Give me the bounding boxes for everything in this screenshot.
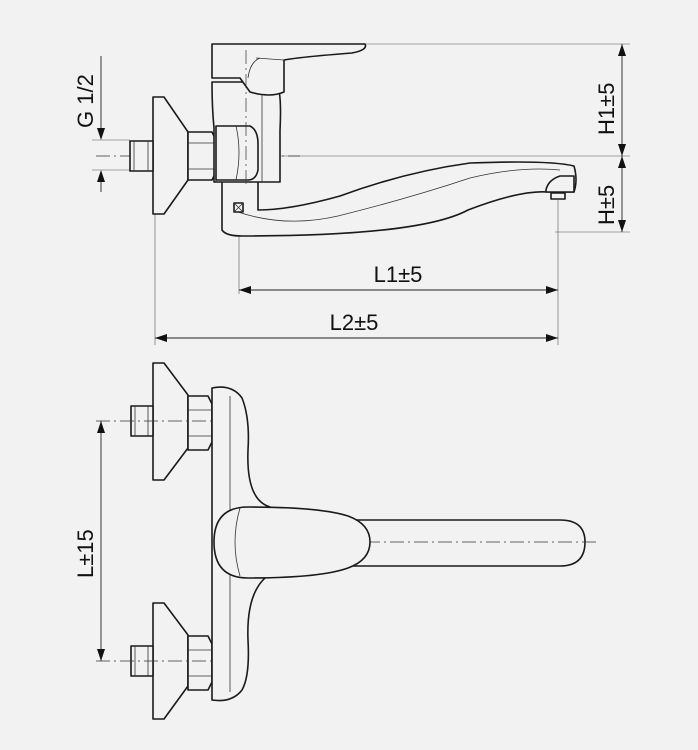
h1-label: H1±5 bbox=[594, 83, 619, 135]
thread-label: G 1/2 bbox=[73, 74, 98, 128]
l1-dimension: L1±5 bbox=[239, 262, 558, 294]
h1-dimension: H1±5 bbox=[594, 44, 626, 156]
side-hex-nut bbox=[187, 131, 217, 181]
side-view: G 1/2 H1±5 H±5 L1±5 L2±5 bbox=[73, 43, 630, 345]
side-aerator bbox=[545, 175, 575, 193]
front-upper-flange bbox=[152, 362, 189, 481]
front-handle-base bbox=[213, 506, 371, 579]
side-aerator-tip bbox=[550, 192, 566, 200]
side-extension-lines bbox=[92, 43, 630, 345]
l2-dimension: L2±5 bbox=[155, 310, 558, 342]
front-lower-hex-nut bbox=[187, 635, 213, 691]
l-label: L±15 bbox=[73, 529, 98, 578]
side-wall-flange bbox=[152, 96, 189, 215]
front-upper-hex-nut bbox=[187, 395, 213, 451]
side-spout bbox=[221, 161, 577, 237]
l1-label: L1±5 bbox=[374, 262, 423, 287]
h-dimension: H±5 bbox=[594, 156, 626, 232]
h-label: H±5 bbox=[594, 185, 619, 225]
l2-label: L2±5 bbox=[330, 310, 379, 335]
l-dimension: L±15 bbox=[73, 421, 105, 661]
side-lever-handle bbox=[211, 43, 367, 96]
side-pipe-connector bbox=[129, 140, 154, 172]
thread-dimension: G 1/2 bbox=[73, 56, 105, 192]
front-view: L±15 bbox=[73, 362, 598, 720]
side-collar bbox=[215, 125, 259, 181]
